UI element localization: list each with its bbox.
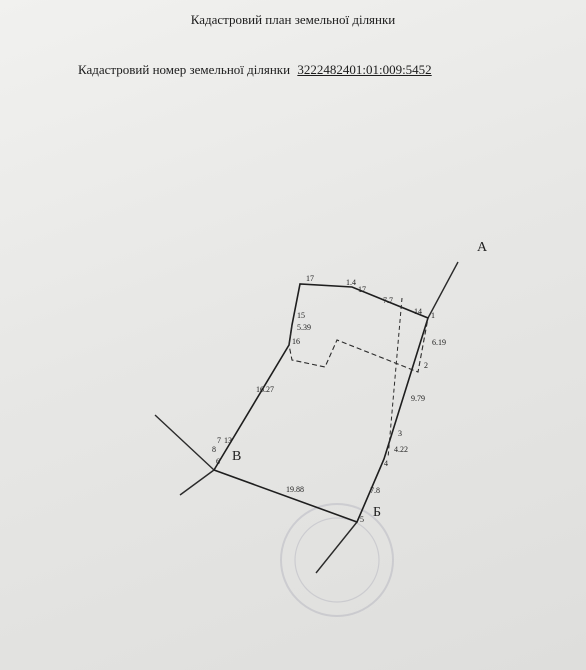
point-number-label: 7 xyxy=(217,436,221,445)
point-number-label: 6 xyxy=(216,457,220,466)
corner-label-v: В xyxy=(232,449,241,464)
segment-length-label: 5.39 xyxy=(297,323,311,332)
cadastral-label: Кадастровий номер земельної ділянки xyxy=(78,62,291,77)
corner-label-a: А xyxy=(477,240,488,255)
cadastral-number: 3222482401:01:009:5452 xyxy=(297,62,432,77)
point-number-label: 16 xyxy=(292,337,300,346)
boundary-line-v-south xyxy=(179,469,215,496)
segment-length-label: 7.8 xyxy=(370,486,380,495)
boundary-line-a xyxy=(427,261,459,319)
building-contour-dashed xyxy=(288,317,429,373)
document-title: Кадастровий план земельної ділянки xyxy=(190,12,396,27)
inner-dashed-line xyxy=(387,297,403,459)
point-number-label: 3 xyxy=(398,429,402,438)
segment-length-label: 16.27 xyxy=(256,385,274,394)
cadastral-number-line: Кадастровий номер земельної ділянки 3222… xyxy=(78,62,432,78)
segment-length-label: 6.19 xyxy=(432,338,446,347)
segment-length-label: 19.88 xyxy=(286,485,304,494)
segment-length-label: 7.7 xyxy=(383,296,393,305)
point-number-label: 17 xyxy=(306,274,314,283)
point-number-label: 2 xyxy=(424,361,428,370)
point-number-label: 15 xyxy=(297,311,305,320)
segment-length-label: 4.22 xyxy=(394,445,408,454)
segment-length-label: 17 xyxy=(358,285,366,294)
point-number-label: 13 xyxy=(224,436,232,445)
boundary-line-v-north xyxy=(154,414,215,471)
parcel-boundary xyxy=(213,283,429,524)
point-number-label: 14 xyxy=(414,307,422,316)
boundary-line-b xyxy=(315,521,358,574)
point-number-label: 1 xyxy=(431,311,435,320)
stamp-seal xyxy=(280,503,394,617)
point-number-label: 4 xyxy=(384,459,388,468)
point-number-label: 5 xyxy=(360,515,364,524)
segment-length-label: 1.4 xyxy=(346,278,356,287)
corner-label-b: Б xyxy=(373,505,381,520)
segment-length-label: 9.79 xyxy=(411,394,425,403)
point-number-label: 8 xyxy=(212,445,216,454)
